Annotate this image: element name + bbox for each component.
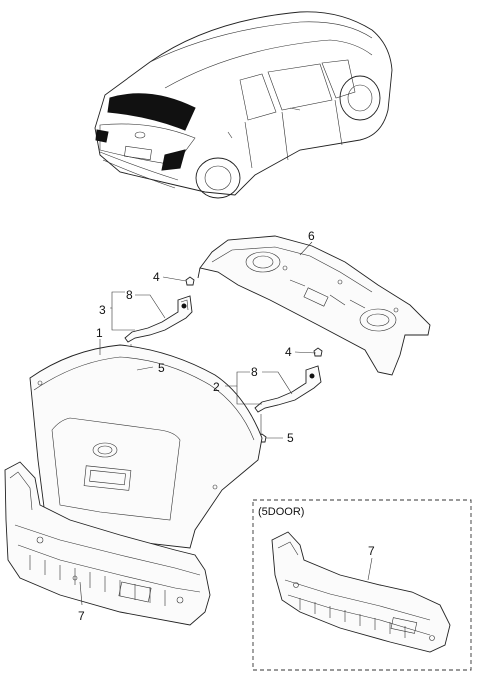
hinge-right-part (254, 347, 323, 443)
callout-8-right: 8 (251, 365, 258, 379)
inset-title: (5DOOR) (258, 506, 304, 518)
callout-labels: 6 4 8 3 1 5 4 8 2 5 7 7 (5DOOR) (78, 229, 375, 623)
callout-1: 1 (96, 326, 103, 340)
callout-6: 6 (308, 229, 315, 243)
bolt-4-right (313, 347, 323, 357)
back-panel-part (4, 461, 211, 626)
callout-8-left: 8 (126, 288, 133, 302)
callout-4-right: 4 (285, 345, 292, 359)
trunk-lid-part (29, 344, 263, 549)
bolt-4-left (185, 276, 195, 286)
package-tray-part (197, 235, 431, 376)
callout-2: 2 (213, 380, 220, 394)
inset-5door (252, 499, 472, 671)
callout-5-left: 5 (158, 361, 165, 375)
callout-7-inset: 7 (368, 544, 375, 558)
leader-lines (79, 241, 373, 606)
car-illustration (94, 11, 393, 199)
callout-3: 3 (99, 303, 106, 317)
callout-7-main: 7 (78, 609, 85, 623)
callout-4-left: 4 (153, 270, 160, 284)
callout-5-right: 5 (287, 431, 294, 445)
